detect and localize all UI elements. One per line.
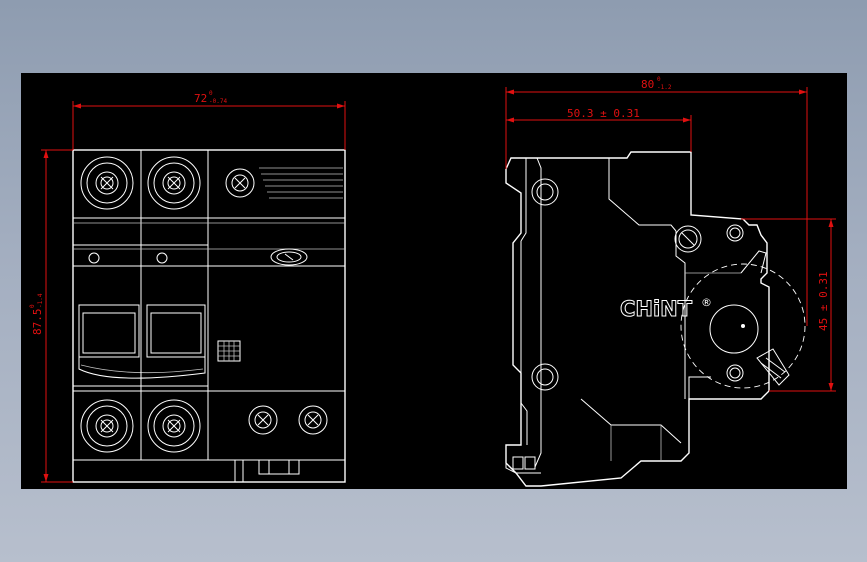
front-height-upper-tol: 0 [29, 304, 36, 308]
front-bottom-terminal-left [80, 399, 134, 453]
side-body-outline [505, 151, 770, 487]
side-toggle-pivot [709, 250, 790, 386]
front-top-small-terminal [225, 168, 255, 198]
side-offset-value: 50.3 ± 0.31 [567, 107, 640, 120]
side-din-clip [505, 373, 536, 474]
side-toggle-swing-arc [680, 263, 806, 389]
front-vent-slots [259, 167, 343, 199]
front-top-terminal-left [80, 156, 134, 210]
front-din-clip [234, 459, 300, 483]
brand-registered-mark: ® [701, 296, 712, 309]
side-rail-dimension: 45 ± 0.31 [741, 218, 836, 392]
front-bottom-terminal-right [147, 399, 201, 453]
side-depth-lower-tol: -1.2 [657, 84, 672, 91]
side-small-hole-top [726, 224, 744, 242]
side-mounting-hole-bottom [531, 363, 559, 391]
side-offset-dimension: 50.3 ± 0.31 [506, 107, 692, 152]
side-depth-dimension: 80 0 -1.2 [505, 76, 808, 326]
drawing-canvas: 72 0 -0.74 87.5 0 -1.4 [29, 76, 836, 487]
side-screw [674, 225, 702, 253]
front-view: 72 0 -0.74 87.5 0 -1.4 [29, 90, 346, 483]
front-width-upper-tol: 0 [209, 90, 213, 97]
side-depth-value: 80 [641, 78, 654, 91]
brand-logo: CHiNT [620, 297, 693, 321]
side-small-hole-bottom [726, 364, 744, 382]
front-width-dimension: 72 0 -0.74 [72, 90, 346, 150]
front-bottom-small-terminals [248, 405, 328, 435]
cad-drawing-viewport[interactable]: 72 0 -0.74 87.5 0 -1.4 [21, 73, 847, 489]
side-rail-value: 45 ± 0.31 [817, 271, 830, 331]
front-indicator-grid [217, 340, 241, 362]
front-top-terminal-right [147, 156, 201, 210]
front-height-lower-tol: -1.4 [37, 293, 44, 308]
front-body-outline [72, 149, 346, 483]
front-toggle-handles [78, 299, 206, 391]
side-mounting-hole-top [531, 178, 559, 206]
front-width-value: 72 [194, 92, 207, 105]
front-width-lower-tol: -0.74 [209, 98, 227, 105]
front-height-value: 87.5 [31, 309, 44, 336]
side-view: CHiNT ® 80 0 -1.2 50.3 [505, 76, 836, 487]
front-height-dimension: 87.5 0 -1.4 [29, 149, 73, 483]
front-test-button [270, 248, 308, 266]
side-depth-upper-tol: 0 [657, 76, 661, 83]
